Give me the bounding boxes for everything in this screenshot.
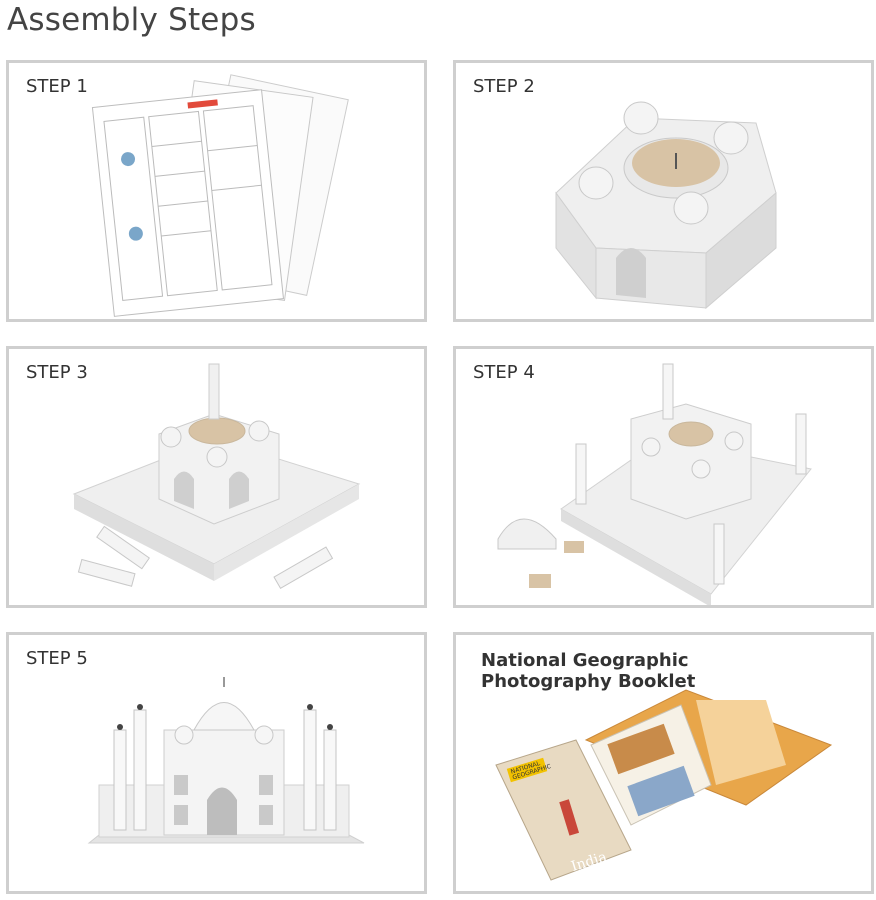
finished-model-illustration [87,677,365,844]
step-label: STEP 1 [26,76,88,97]
model-on-platform-illustration [72,363,361,590]
sheet-front [91,89,285,317]
booklet-label: National Geographic Photography Booklet [481,650,695,692]
step-5-panel: STEP 5 [6,632,427,894]
step-label: STEP 5 [26,648,88,669]
booklet-label-line2: Photography Booklet [481,671,696,692]
step-2-panel: STEP 2 [453,60,874,322]
open-booklet-illustration: NATIONAL GEOGRAPHIC India [495,689,833,881]
step-3-panel: STEP 3 [6,346,427,608]
step-label: STEP 3 [26,362,88,383]
step-label: STEP 4 [473,362,535,383]
photography-booklet-panel: National Geographic Photography Booklet … [453,632,874,894]
booklet-label-line1: National Geographic [481,650,689,671]
model-base-illustration [555,101,777,310]
printed-sheets-illustration [91,74,349,317]
step-1-panel: STEP 1 [6,60,427,322]
step-4-panel: STEP 4 [453,346,874,608]
model-with-minarets-illustration [497,363,812,605]
step-label: STEP 2 [473,76,535,97]
page-title: Assembly Steps [7,2,256,38]
